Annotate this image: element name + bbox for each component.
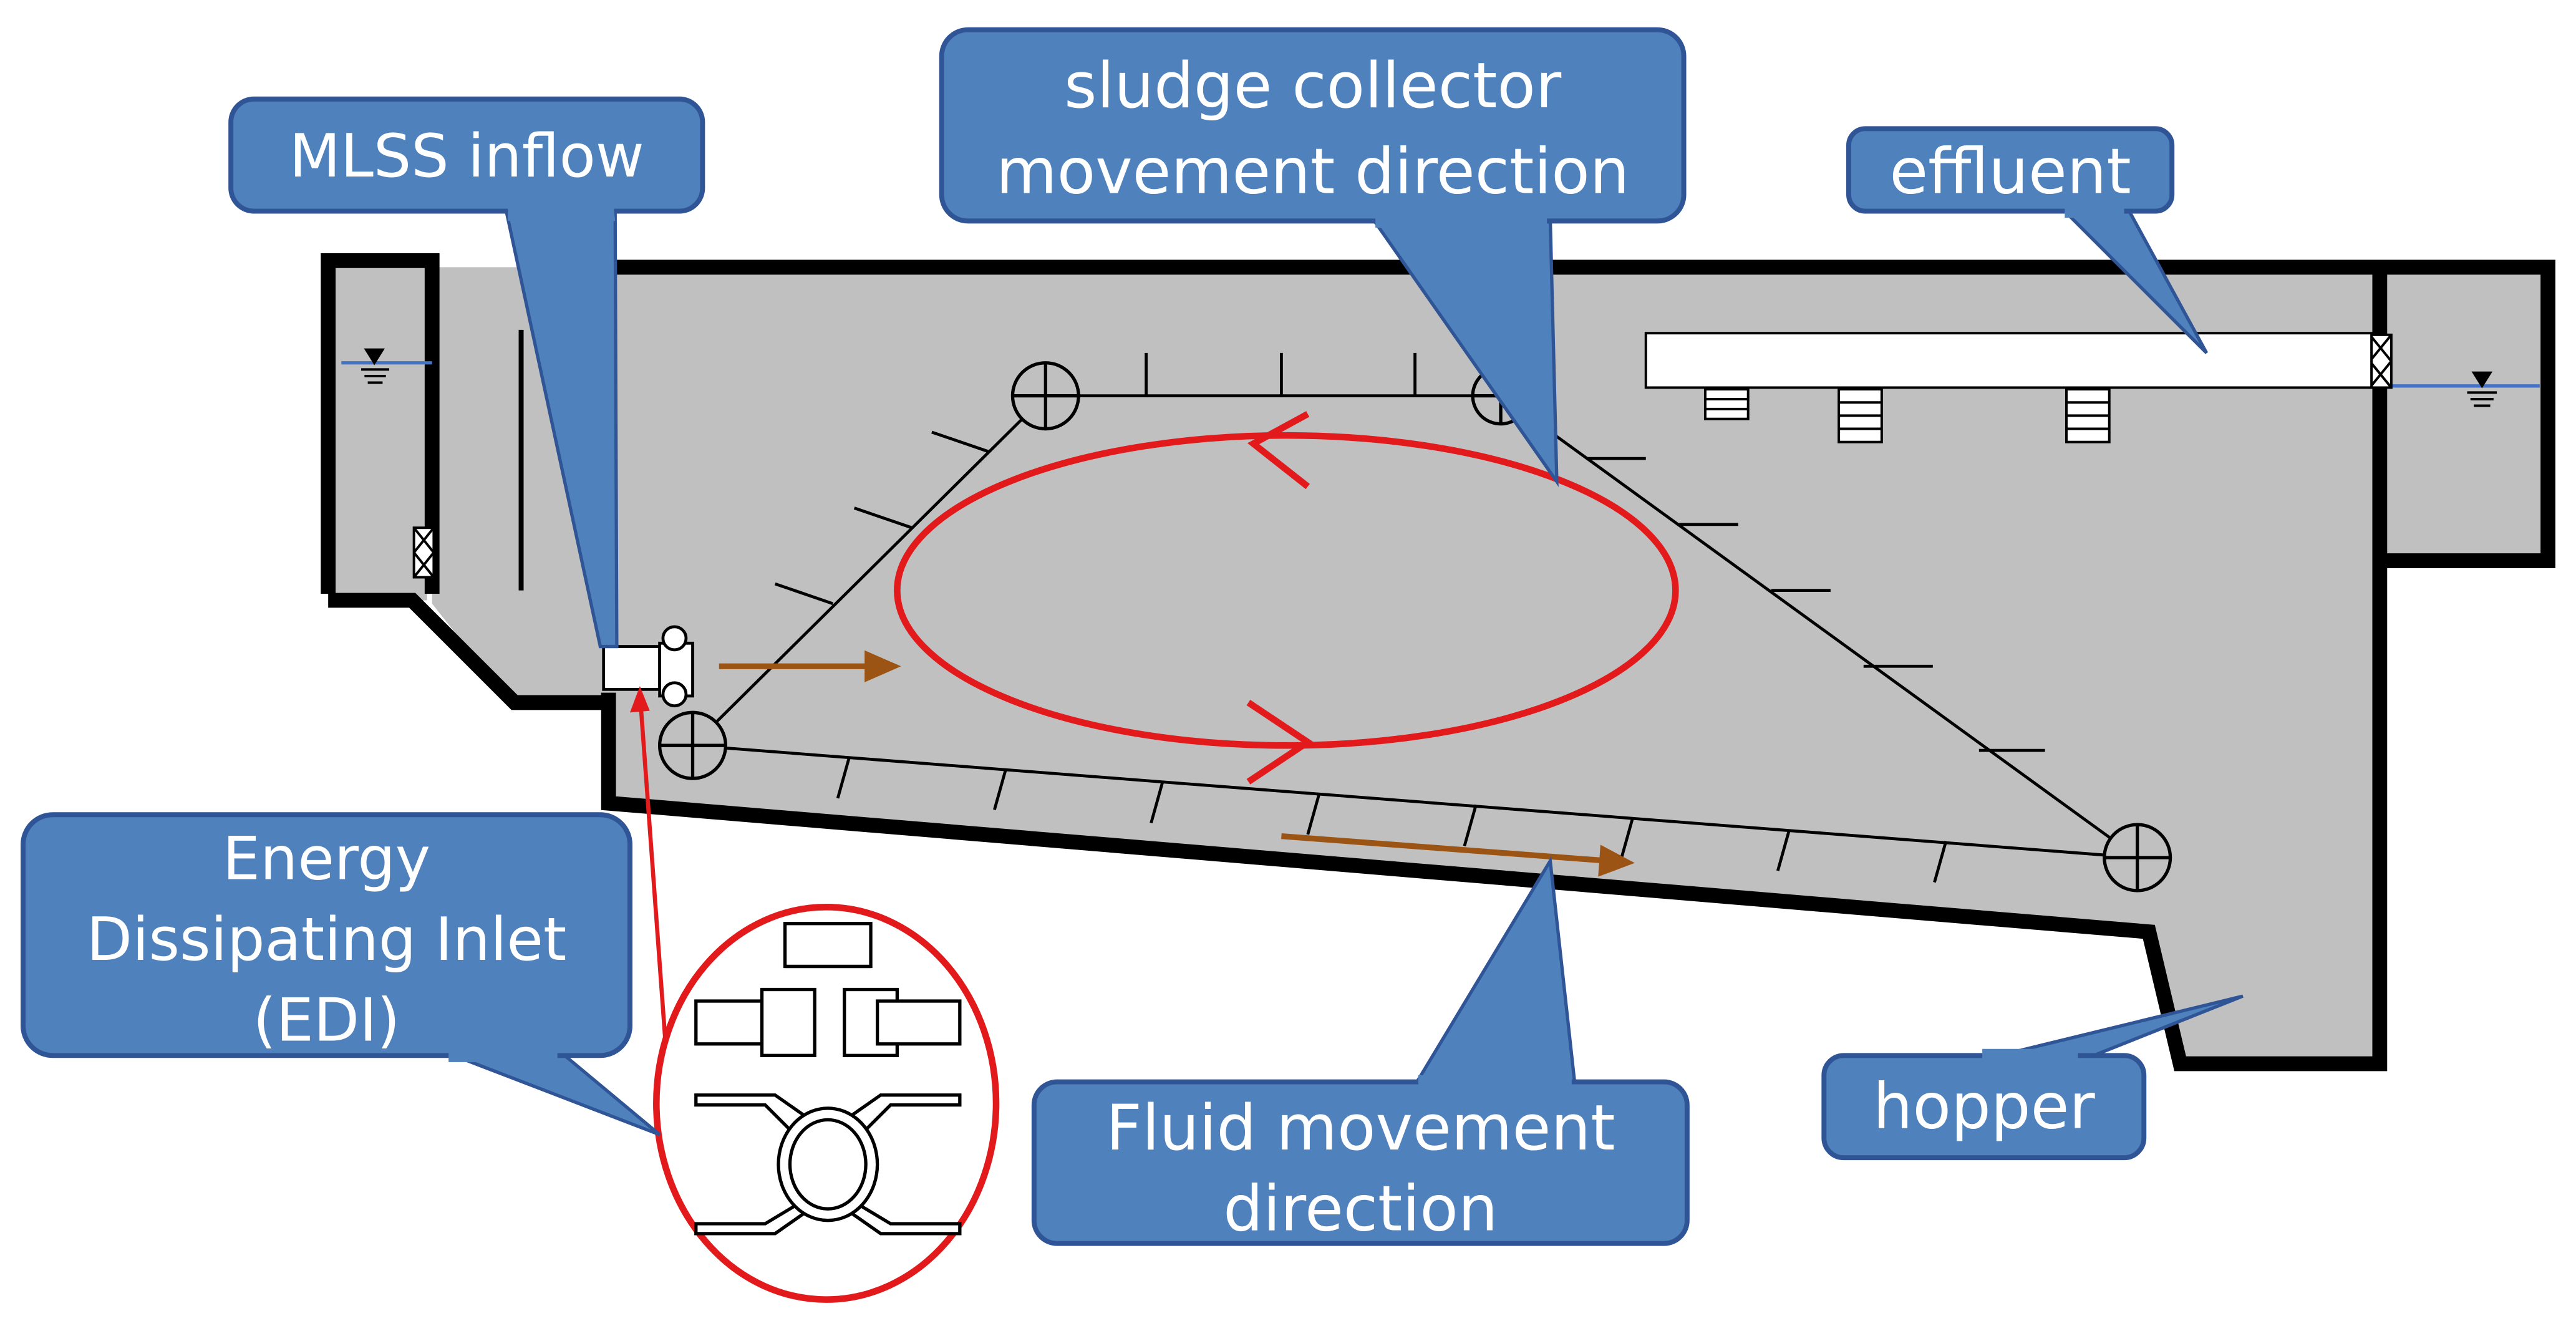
valve-icon <box>2368 333 2393 389</box>
edi-label-line3: (EDI) <box>253 986 400 1055</box>
fluid-label-line2: direction <box>1223 1173 1498 1246</box>
collector-label-line2: movement direction <box>996 135 1630 208</box>
fluid-label-line1: Fluid movement <box>1106 1091 1615 1164</box>
weir-icon <box>1838 388 1883 443</box>
callout-hopper: hopper <box>1821 994 2244 1161</box>
water-level-icon <box>361 348 389 384</box>
sprocket-icon <box>1010 361 1080 431</box>
edi-pointer-arrowhead <box>630 686 650 713</box>
callout-effluent: effluent <box>1846 126 2209 354</box>
sprocket-icon <box>2103 823 2172 893</box>
circulation-loop <box>894 411 1679 785</box>
hopper-label: hopper <box>1873 1070 2096 1143</box>
edi-device <box>602 625 694 708</box>
water-level-icon <box>2467 371 2497 407</box>
effluent-label: effluent <box>1889 135 2131 208</box>
collector-label-line1: sludge collector <box>1064 49 1562 122</box>
edi-detail-drawing <box>694 922 962 1236</box>
inlet-channel <box>328 260 609 700</box>
weir-icon <box>2065 388 2111 443</box>
fluid-arrow <box>719 650 1635 877</box>
mlss-inflow-label: MLSS inflow <box>289 122 644 191</box>
callout-edi: Energy Dissipating Inlet (EDI) <box>21 812 661 1136</box>
sprocket-icon <box>657 710 728 780</box>
callout-fluid-movement: Fluid movement direction <box>1031 856 1690 1246</box>
callout-mlss-inflow: MLSS inflow <box>228 96 705 649</box>
edi-label-line1: Energy <box>223 825 430 893</box>
inlet-box <box>334 264 427 601</box>
valve-icon <box>412 526 435 579</box>
weir-icon <box>1703 388 1750 420</box>
outlet-channel <box>2380 267 2549 561</box>
collector-flights <box>774 352 2045 883</box>
callout-sludge-collector: sludge collector movement direction <box>939 27 1687 487</box>
edi-label-line2: Dissipating Inlet <box>87 906 567 974</box>
effluent-trough <box>1644 332 2373 389</box>
collector-chain <box>691 394 2139 859</box>
